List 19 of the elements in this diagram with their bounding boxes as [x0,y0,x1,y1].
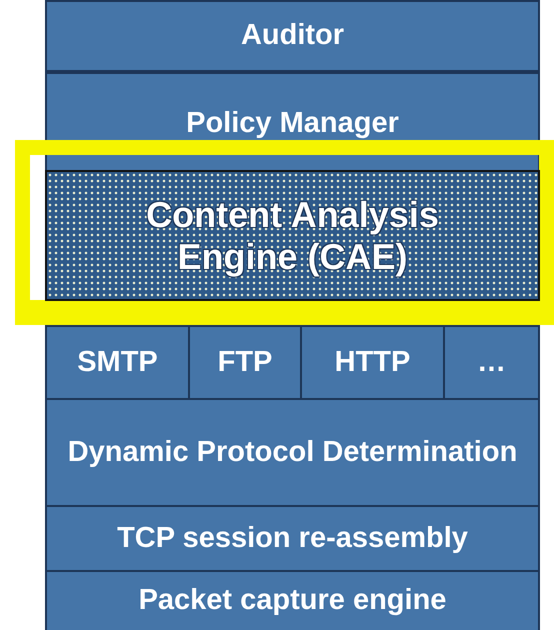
layer-label: Auditor [240,19,344,53]
layer-label: Content Analysis Engine (CAE) [145,194,440,277]
layer-label: Packet capture engine [138,584,446,618]
layer-label: FTP [218,346,272,380]
layer-band [188,325,302,400]
layer-label: … [477,346,506,380]
layer-label: SMTP [77,346,158,380]
layer-band [300,325,445,400]
layer-band [45,325,190,400]
layer-label: HTTP [334,346,410,380]
layer-band [45,505,540,572]
layer-label: Policy Manager [186,107,399,140]
layer-band [443,325,540,400]
layer-band [45,570,540,630]
layer-label: TCP session re-assembly [117,522,468,556]
highlighted-layer [45,170,540,301]
layer-band [45,0,540,72]
layer-band [45,398,540,507]
layer-label: Dynamic Protocol Determination [68,436,518,470]
